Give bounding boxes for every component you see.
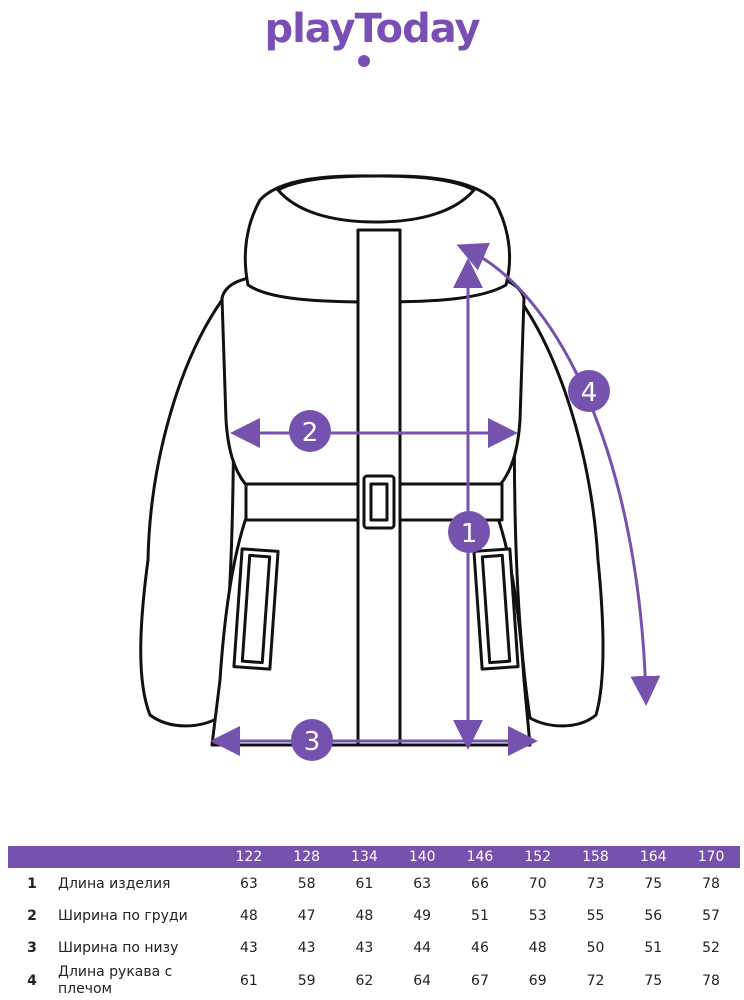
table-cell: 52: [702, 940, 720, 956]
table-cell: 48: [239, 908, 258, 924]
table-row: 1 Длина изделия 63 58 61 63 66 70 73 75 …: [8, 868, 740, 900]
size-header: 164: [639, 849, 667, 865]
badge-4-label: 4: [581, 378, 598, 408]
table-cell: 49: [413, 908, 432, 924]
row-label: Длина изделия: [58, 875, 171, 892]
size-header: 128: [293, 849, 321, 865]
table-cell: 69: [528, 973, 547, 989]
table-cell: 56: [644, 908, 663, 924]
badge-4: [568, 370, 610, 412]
table-cell: 44: [413, 940, 432, 956]
right-pocket: [472, 547, 520, 671]
jacket-measurement-diagram: 1 2 3 4: [139, 174, 661, 761]
table-cell: 46: [471, 940, 489, 956]
badge-2-label: 2: [302, 418, 319, 448]
table-cell: 48: [355, 908, 374, 924]
badge-2: [289, 410, 331, 452]
table-cell: 43: [297, 940, 316, 956]
table-cell: 66: [471, 876, 489, 892]
table-cell: 57: [702, 908, 720, 924]
table-cell: 62: [355, 973, 374, 989]
table-cell: 75: [644, 876, 663, 892]
table-cell: 61: [355, 876, 374, 892]
table-cell: 43: [355, 940, 374, 956]
table-cell: 53: [528, 908, 547, 924]
size-header: 122: [235, 849, 263, 865]
table-row: 2 Ширина по груди 48 47 48 49 51 53 55 5…: [8, 900, 740, 932]
badge-1: [448, 511, 490, 553]
size-header: 158: [582, 849, 609, 865]
size-header: 146: [466, 849, 494, 865]
table-cell: 43: [239, 940, 258, 956]
table-cell: 73: [586, 876, 605, 892]
table-cell: 55: [586, 908, 605, 924]
table-cell: 63: [413, 876, 432, 892]
logo-dot-icon: [358, 55, 370, 67]
brand-logo-text: playToday: [264, 6, 480, 52]
table-cell: 48: [528, 940, 547, 956]
table-cell: 58: [297, 876, 316, 892]
size-header-row: 122 128 134 140 146 152 158 164 170: [8, 846, 740, 868]
badge-3-label: 3: [304, 727, 321, 757]
badge-1-label: 1: [461, 519, 478, 549]
badge-3: [291, 719, 333, 761]
table-cell: 70: [528, 876, 547, 892]
size-header: 152: [524, 849, 552, 865]
table-cell: 63: [239, 876, 258, 892]
brand-logo: playToday: [0, 6, 744, 52]
table-cell: 59: [297, 973, 316, 989]
row-label: Ширина по груди: [58, 907, 188, 924]
table-cell: 75: [644, 973, 663, 989]
row-label: Длина рукава с плечом: [58, 964, 173, 997]
left-sleeve: [139, 298, 236, 728]
table-row: 4 Длина рукава с плечом 61 59 62 64 67 6…: [8, 964, 740, 998]
row-number: 3: [27, 940, 37, 956]
table-cell: 51: [471, 908, 489, 924]
hood-opening: [276, 174, 476, 224]
table-cell: 47: [297, 908, 316, 924]
row-number: 1: [27, 876, 37, 892]
jacket-outline: [139, 174, 605, 747]
table-row: 3 Ширина по низу 43 43 43 44 46 48 50 51…: [8, 932, 740, 964]
size-header: 170: [697, 849, 725, 865]
table-cell: 64: [413, 973, 432, 989]
row-label: Ширина по низу: [58, 939, 179, 956]
table-cell: 51: [644, 940, 663, 956]
size-header: 140: [408, 849, 436, 865]
table-cell: 78: [702, 876, 720, 892]
table-cell: 61: [239, 973, 258, 989]
row-number: 4: [27, 973, 37, 989]
table-cell: 72: [586, 973, 605, 989]
row-number: 2: [27, 908, 37, 924]
measure-badges: 1 2 3 4: [289, 370, 610, 761]
size-chart-table: 122 128 134 140 146 152 158 164 170 1 Дл…: [8, 846, 740, 998]
table-cell: 78: [702, 973, 720, 989]
size-header: 134: [351, 849, 378, 865]
table-cell: 67: [471, 973, 489, 989]
left-pocket: [232, 547, 280, 671]
table-cell: 50: [586, 940, 605, 956]
right-sleeve: [512, 298, 605, 728]
